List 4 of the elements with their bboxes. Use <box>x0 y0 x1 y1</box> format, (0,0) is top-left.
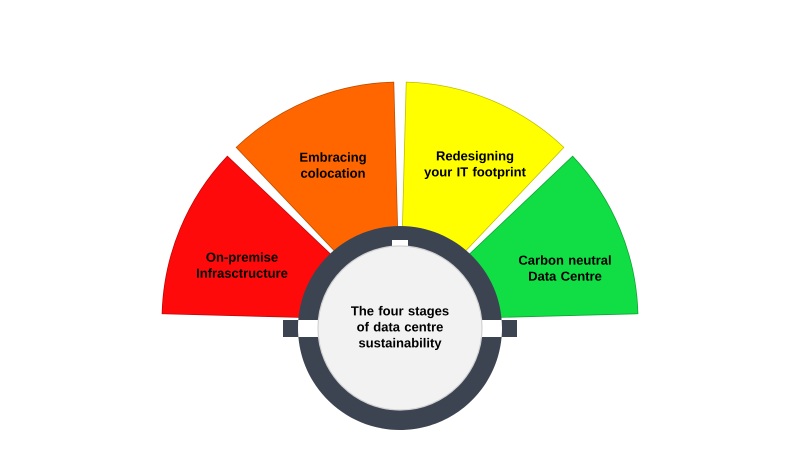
segment-label: Embracing colocation <box>300 152 366 178</box>
segment-label: Carbon neutral Data Centre <box>518 255 611 281</box>
segment-label: On-premise Infrasctructure <box>197 252 288 278</box>
segment-label: Redesigning your IT footprint <box>424 150 526 180</box>
